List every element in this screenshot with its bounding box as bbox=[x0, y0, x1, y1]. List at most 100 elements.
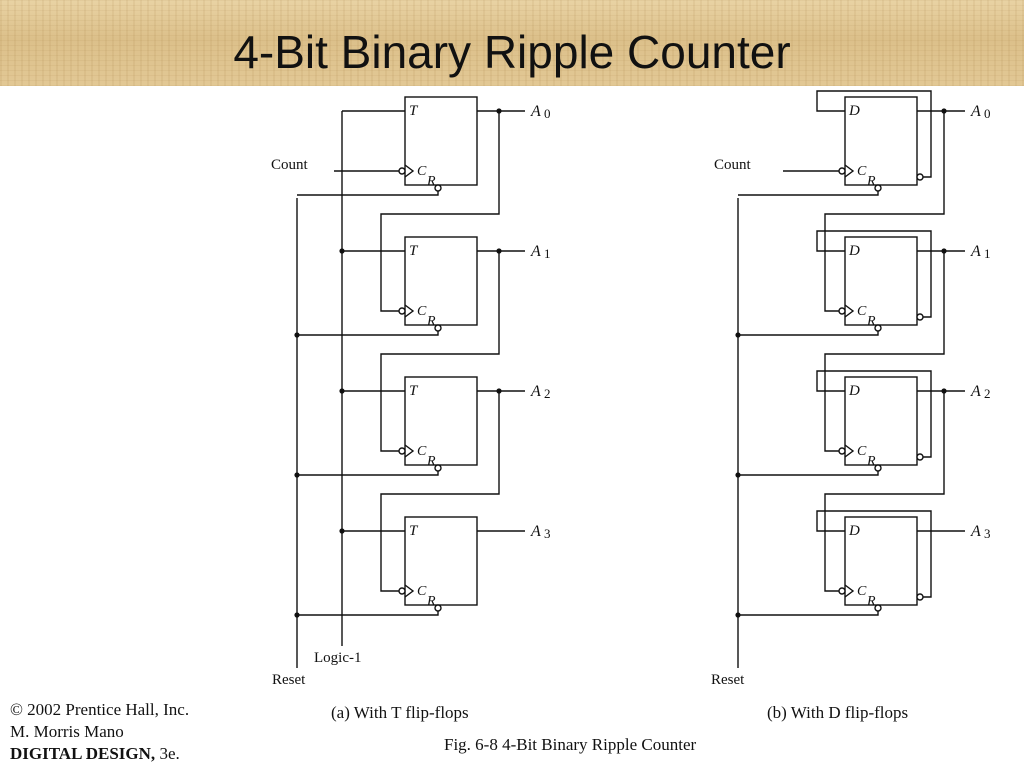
slide-title: 4-Bit Binary Ripple Counter bbox=[233, 26, 791, 78]
clock-triangle bbox=[844, 304, 855, 318]
reset-bubble bbox=[434, 324, 442, 332]
feedback-wire bbox=[816, 90, 932, 178]
figure-caption: Fig. 6-8 4-Bit Binary Ripple Counter bbox=[444, 735, 697, 754]
clock-triangle bbox=[844, 164, 855, 178]
left-reset-label: R bbox=[426, 314, 436, 329]
right-output-label-1: A 1 bbox=[970, 243, 991, 261]
left-reset-label: R bbox=[426, 454, 436, 469]
q-bar-bubble bbox=[916, 313, 924, 321]
left-clock-label: C bbox=[417, 584, 427, 599]
author-text: M. Morris Mano bbox=[10, 722, 124, 741]
left-reset-label: R bbox=[426, 594, 436, 609]
reset-wire bbox=[738, 191, 879, 196]
feedback-wire bbox=[816, 230, 932, 318]
right-reset-label: R bbox=[866, 174, 876, 189]
right-flipflop-3 bbox=[844, 516, 918, 606]
left-clock-label: C bbox=[417, 444, 427, 459]
caption-d-flipflops: (b) With D flip-flops bbox=[767, 703, 909, 722]
clock-bubble bbox=[838, 167, 846, 175]
clock-bubble bbox=[398, 167, 406, 175]
title-banner bbox=[0, 0, 1024, 86]
reset-wire bbox=[297, 331, 439, 336]
right-flipflop-0 bbox=[844, 96, 918, 186]
clock-bubble bbox=[838, 307, 846, 315]
left-ff-input-label: T bbox=[409, 103, 419, 119]
reset-bubble bbox=[874, 324, 882, 332]
book-edition: 3e. bbox=[155, 744, 180, 763]
left-clock-label: C bbox=[417, 304, 427, 319]
right-clock-label: C bbox=[857, 164, 867, 179]
left-output-label-3: A 3 bbox=[530, 523, 551, 541]
reset-wire bbox=[297, 471, 439, 476]
copyright-text: © 2002 Prentice Hall, Inc. bbox=[10, 700, 190, 719]
left-output-label-2: A 2 bbox=[530, 383, 551, 401]
clock-bubble bbox=[398, 447, 406, 455]
ripple-clock-wire bbox=[824, 251, 945, 452]
right-reset-input-label: Reset bbox=[711, 672, 745, 688]
ripple-clock-wire bbox=[380, 251, 500, 452]
q-bar-bubble bbox=[916, 453, 924, 461]
left-flipflop-3 bbox=[404, 516, 478, 606]
reset-bubble bbox=[874, 464, 882, 472]
right-clock-label: C bbox=[857, 584, 867, 599]
reset-bubble bbox=[874, 184, 882, 192]
reset-wire bbox=[297, 191, 439, 196]
clock-triangle bbox=[404, 584, 415, 598]
right-flipflop-2 bbox=[844, 376, 918, 466]
right-reset-label: R bbox=[866, 594, 876, 609]
right-ff-input-label: D bbox=[848, 523, 860, 539]
left-count-label: Count bbox=[271, 157, 309, 173]
clock-triangle bbox=[404, 304, 415, 318]
left-flipflop-2 bbox=[404, 376, 478, 466]
ripple-clock-wire bbox=[380, 391, 500, 592]
clock-bubble bbox=[398, 587, 406, 595]
reset-wire bbox=[738, 611, 879, 616]
book-credit: DIGITAL DESIGN, 3e. bbox=[10, 744, 180, 764]
reset-wire bbox=[738, 331, 879, 336]
clock-bubble bbox=[838, 587, 846, 595]
book-title: DIGITAL DESIGN, bbox=[10, 744, 156, 763]
right-reset-label: R bbox=[866, 454, 876, 469]
left-output-label-0: A 0 bbox=[530, 103, 551, 121]
right-ff-input-label: D bbox=[848, 383, 860, 399]
left-ff-input-label: T bbox=[409, 523, 419, 539]
caption-t-flipflops: (a) With T flip-flops bbox=[331, 703, 469, 722]
left-output-label-1: A 1 bbox=[530, 243, 551, 261]
q-bar-bubble bbox=[916, 593, 924, 601]
right-ff-input-label: D bbox=[848, 103, 860, 119]
right-count-label: Count bbox=[714, 157, 752, 173]
left-clock-label: C bbox=[417, 164, 427, 179]
reset-bubble bbox=[434, 184, 442, 192]
right-clock-label: C bbox=[857, 444, 867, 459]
right-ff-input-label: D bbox=[848, 243, 860, 259]
ripple-clock-wire bbox=[380, 111, 500, 312]
right-clock-label: C bbox=[857, 304, 867, 319]
clock-triangle bbox=[844, 584, 855, 598]
ripple-clock-wire bbox=[824, 111, 945, 312]
right-flipflop-1 bbox=[844, 236, 918, 326]
clock-triangle bbox=[404, 444, 415, 458]
feedback-wire bbox=[816, 370, 932, 458]
clock-bubble bbox=[838, 447, 846, 455]
q-bar-bubble bbox=[916, 173, 924, 181]
clock-triangle bbox=[404, 164, 415, 178]
left-flipflop-1 bbox=[404, 236, 478, 326]
logic-one-label: Logic-1 bbox=[314, 650, 361, 666]
right-output-label-3: A 3 bbox=[970, 523, 991, 541]
right-output-label-0: A 0 bbox=[970, 103, 991, 121]
left-reset-input-label: Reset bbox=[272, 672, 306, 688]
reset-bubble bbox=[434, 464, 442, 472]
reset-wire bbox=[738, 471, 879, 476]
right-output-label-2: A 2 bbox=[970, 383, 991, 401]
reset-wire bbox=[297, 611, 439, 616]
right-reset-label: R bbox=[866, 314, 876, 329]
ripple-clock-wire bbox=[824, 391, 945, 592]
feedback-wire bbox=[816, 510, 932, 598]
left-ff-input-label: T bbox=[409, 383, 419, 399]
left-reset-label: R bbox=[426, 174, 436, 189]
left-flipflop-0 bbox=[404, 96, 478, 186]
reset-bubble bbox=[434, 604, 442, 612]
